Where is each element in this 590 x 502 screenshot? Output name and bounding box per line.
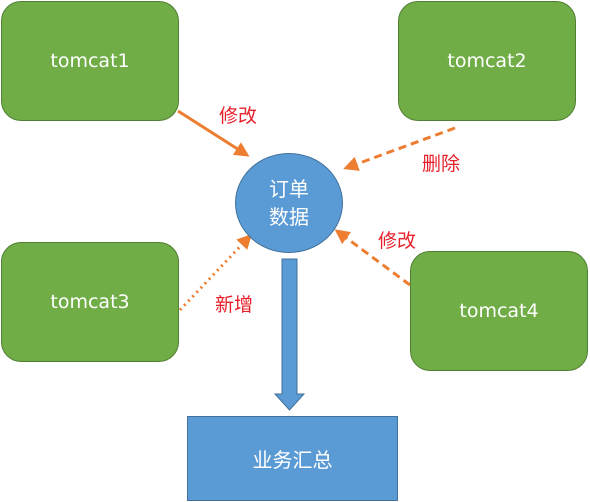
tomcat2-node: tomcat2 <box>398 1 576 121</box>
tomcat2-label: tomcat2 <box>447 50 527 72</box>
tomcat3-operation-label: 新增 <box>215 294 254 316</box>
order-data-label-line2: 数据 <box>269 205 309 229</box>
arrow-tomcat2-to-order-data <box>343 126 456 171</box>
order-data-label-line1: 订单 <box>269 177 309 201</box>
arrow-order-data-to-summary <box>273 258 306 411</box>
tomcat4-node: tomcat4 <box>410 251 588 371</box>
order-data-node: 订单 数据 <box>235 153 343 253</box>
tomcat1-label: tomcat1 <box>50 50 130 72</box>
tomcat1-node: tomcat1 <box>1 1 179 121</box>
tomcat3-node: tomcat3 <box>1 242 179 362</box>
arrow-tomcat1-to-order-data <box>177 109 250 157</box>
tomcat3-label: tomcat3 <box>50 291 130 313</box>
tomcat2-operation-label: 删除 <box>422 153 461 175</box>
tomcat4-operation-label: 修改 <box>378 230 417 252</box>
business-summary-label: 业务汇总 <box>252 448 333 472</box>
arrow-tomcat3-to-order-data <box>178 233 253 312</box>
business-summary-node: 业务汇总 <box>187 416 398 501</box>
arrow-tomcat4-to-order-data <box>334 229 411 287</box>
tomcat4-label: tomcat4 <box>459 300 539 322</box>
tomcat1-operation-label: 修改 <box>219 105 258 127</box>
